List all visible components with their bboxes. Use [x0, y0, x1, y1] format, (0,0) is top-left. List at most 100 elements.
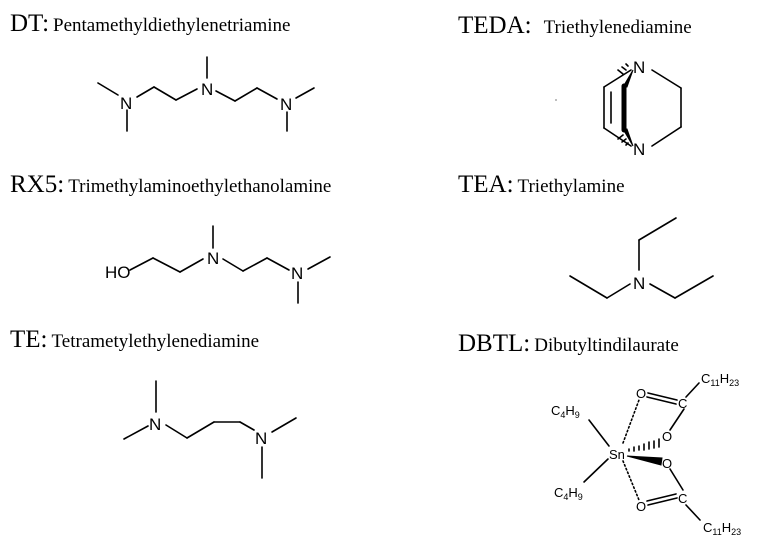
dbtl-bond — [669, 408, 685, 431]
te-bond — [186, 421, 215, 439]
dbtl-hash-bond — [628, 438, 660, 452]
dbtl-butyl-h: H — [565, 403, 574, 418]
dt-bond — [97, 82, 119, 96]
te-atom-n: N — [255, 429, 267, 448]
dbtl-lauryl-bottom: C11H23 — [703, 520, 741, 537]
caption-dt-name: Pentamethyldiethylenetriamine — [53, 15, 291, 36]
dbtl-butyl-c: C — [551, 403, 560, 418]
dbtl-bond — [647, 497, 678, 506]
tea-bond — [638, 217, 677, 241]
tea-bond — [569, 275, 608, 299]
dbtl-butyl-c-sub: 4 — [563, 492, 568, 502]
dt-bond — [295, 87, 315, 99]
dbtl-bond — [646, 396, 677, 405]
dbtl-butyl-h: H — [568, 485, 577, 500]
teda-bond — [651, 69, 682, 89]
caption-te-name: Tetrametylethylenediamine — [51, 331, 260, 352]
te-bond — [165, 424, 188, 439]
rx5-bond — [307, 256, 331, 270]
dbtl-coord-bond — [622, 399, 640, 444]
teda-atom-n: N — [633, 140, 645, 159]
te-atom-n: N — [149, 415, 161, 434]
caption-dt-abbr: DT: — [10, 10, 50, 37]
dbtl-bond — [685, 504, 701, 521]
teda-bond — [603, 127, 632, 147]
dt-atom-n: N — [201, 80, 213, 99]
caption-te: TE: Tetrametylethylenediamine — [10, 326, 259, 354]
dt-atom-n: N — [280, 95, 292, 114]
dbtl-butyl-h-sub: 9 — [578, 492, 583, 502]
dbtl-bond — [685, 382, 700, 398]
dbtl-atom-o: O — [636, 386, 646, 401]
dbtl-lauryl-h: H — [720, 371, 729, 386]
rx5-atom-ho: HO — [105, 263, 131, 282]
dbtl-lauryl-h: H — [722, 520, 731, 535]
te-bond — [123, 425, 149, 440]
dbtl-atom-o: O — [636, 499, 646, 514]
tea-bond — [606, 283, 631, 299]
stray-dot — [555, 99, 557, 101]
caption-dt: DT: Pentamethyldiethylenetriamine — [10, 10, 290, 38]
caption-tea-abbr: TEA: — [458, 171, 514, 198]
te-bond — [271, 417, 297, 433]
caption-tea-name: Triethylamine — [517, 176, 625, 197]
dbtl-bond — [647, 392, 678, 401]
dt-bond — [136, 86, 155, 98]
dbtl-atom-c: C — [678, 396, 687, 411]
teda-atom-n: N — [633, 58, 645, 77]
dbtl-lauryl-c-sub: 11 — [712, 527, 721, 537]
dbtl-bond — [646, 493, 677, 502]
dt-bond — [256, 87, 278, 100]
teda-bond — [603, 69, 632, 88]
dt-atom-n: N — [120, 94, 132, 113]
dbtl-butyl-top: C4H9 — [551, 403, 580, 420]
rx5-bond — [222, 258, 244, 272]
caption-rx5-name: Trimethylaminoethylethanolamine — [68, 176, 332, 197]
tea-bond — [674, 275, 714, 299]
rx5-bond — [242, 257, 268, 272]
te-bond — [239, 421, 255, 431]
dbtl-atom-o: O — [662, 456, 672, 471]
teda-wedge — [622, 128, 634, 147]
rx5-bond — [179, 258, 204, 273]
dbtl-bond — [669, 468, 684, 491]
dbtl-lauryl-c: C — [703, 520, 712, 535]
caption-teda: TEDA: Triethylenediamine — [458, 12, 692, 40]
rx5-bond — [129, 257, 154, 271]
dt-bond — [175, 88, 198, 101]
caption-teda-abbr: TEDA: — [458, 12, 532, 39]
dbtl-coord-bond — [622, 460, 640, 501]
dbtl-butyl-c-sub: 4 — [560, 410, 565, 420]
dbtl-atom-sn: Sn — [609, 447, 625, 462]
teda-hash — [617, 63, 629, 146]
dbtl-atom-o: O — [662, 429, 672, 444]
caption-rx5-abbr: RX5: — [10, 171, 65, 198]
dbtl-lauryl-c: C — [701, 371, 710, 386]
dbtl-butyl-h-sub: 9 — [575, 410, 580, 420]
dt-bond — [234, 87, 258, 102]
rx5-bond — [152, 257, 181, 273]
dbtl-butyl-bottom: C4H9 — [554, 485, 583, 502]
dt-bond — [215, 90, 236, 102]
caption-rx5: RX5: Trimethylaminoethylethanolamine — [10, 171, 331, 199]
dbtl-bond — [588, 419, 610, 447]
dbtl-atom-c: C — [678, 491, 687, 506]
dbtl-wedge-bond — [626, 455, 663, 466]
dbtl-lauryl-c-sub: 11 — [710, 378, 719, 388]
caption-teda-name: Triethylenediamine — [543, 17, 692, 38]
caption-tea: TEA: Triethylamine — [458, 171, 625, 199]
dbtl-lauryl-top: C11H23 — [701, 371, 739, 388]
dbtl-butyl-c: C — [554, 485, 563, 500]
dt-bond — [153, 86, 177, 101]
dbtl-lauryl-h-sub: 23 — [731, 527, 741, 537]
dbtl-bond — [583, 458, 609, 483]
teda-bond — [651, 126, 682, 147]
rx5-bond — [266, 257, 290, 271]
rx5-atom-n: N — [207, 249, 219, 268]
